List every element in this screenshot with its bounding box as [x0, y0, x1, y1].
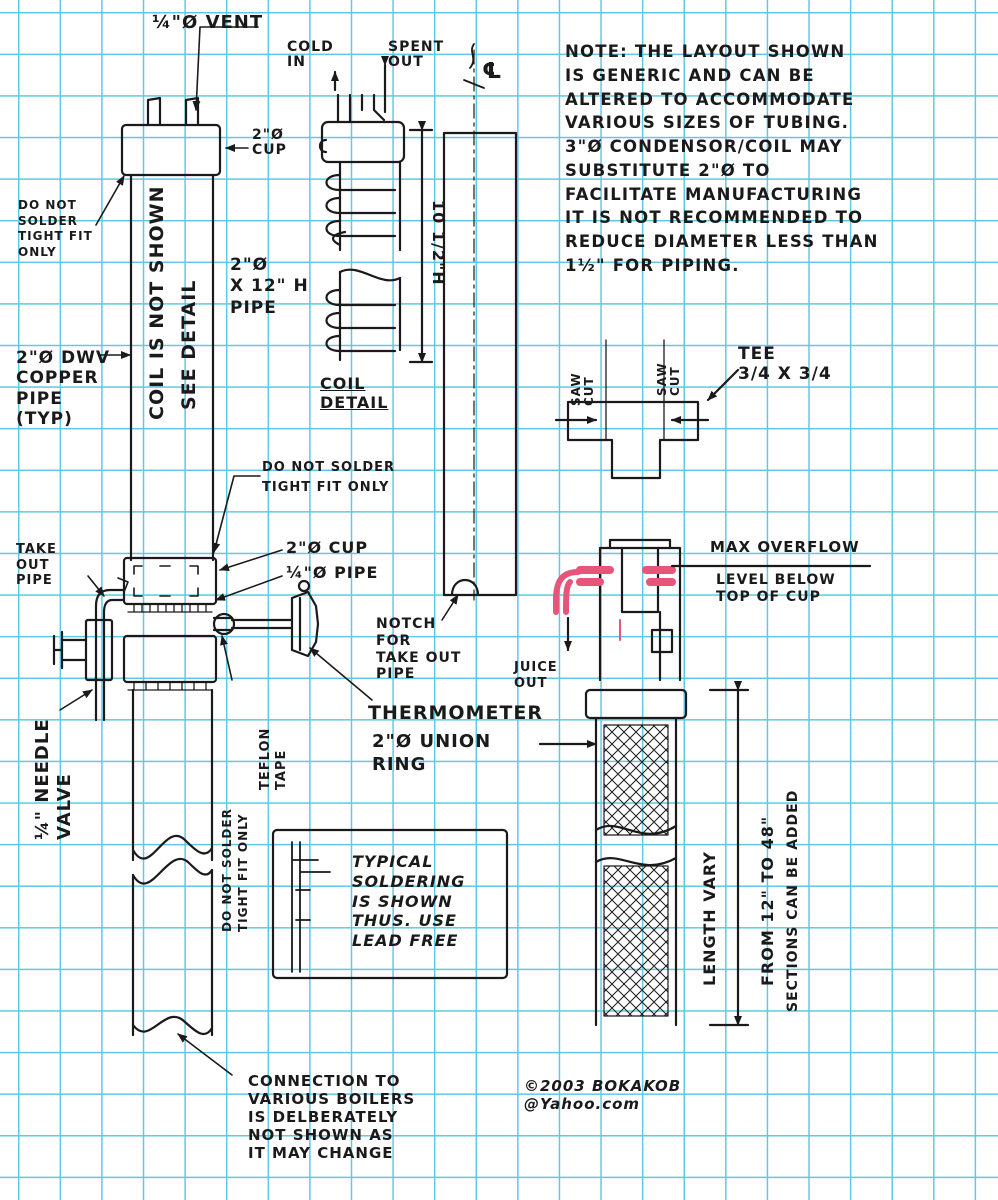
lower-pipe	[131, 688, 214, 862]
coil-detail	[318, 56, 434, 364]
vent-stubs	[146, 96, 200, 127]
needle-valve	[84, 618, 114, 682]
main-column	[52, 96, 320, 1037]
quarter-pipe-label: ¼"Ø PIPE	[286, 563, 379, 582]
thermometer-label: THERMOMETER	[368, 702, 543, 724]
middle-cup	[122, 556, 218, 606]
side-view	[442, 43, 518, 601]
dwv-pipe-label: 2"Ø DWV COPPER PIPE (TYP)	[16, 348, 111, 430]
connection-note: CONNECTION TO VARIOUS BOILERS IS DELBERA…	[248, 1072, 416, 1162]
juice-out-label: JUICE OUT	[514, 660, 558, 691]
pipe-size-label: 2"Ø X 12" H PIPE	[230, 255, 309, 318]
length-vary-label: LENGTH VARY	[700, 851, 719, 986]
union-ring	[122, 634, 218, 684]
pipe-break-mid	[131, 858, 214, 885]
tee-detail	[554, 339, 740, 480]
column-pipe	[129, 173, 215, 562]
do-not-solder-top-label: DO NOT SOLDER TIGHT FIT ONLY	[18, 198, 93, 259]
take-out-pipe	[94, 588, 126, 722]
sections-added-label: SECTIONS CAN BE ADDED	[785, 789, 801, 1012]
packed-section	[538, 681, 750, 1027]
top-cup-label: 2"Ø CUP	[252, 127, 287, 158]
typical-soldering-note: TYPICAL SOLDERING IS SHOWN THUS. USE LEA…	[352, 852, 466, 951]
layout-note: NOTE: THE LAYOUT SHOWN IS GENERIC AND CA…	[565, 42, 879, 275]
top-cup	[120, 123, 222, 177]
take-out-pipe-label: TAKE OUT PIPE	[16, 542, 57, 589]
max-overflow-label: MAX OVERFLOW	[710, 538, 860, 556]
teeth-band	[127, 603, 213, 613]
needle-valve-label: ¼" NEEDLE VALVE	[32, 718, 75, 840]
spent-out-label: SPENT OUT	[388, 39, 445, 70]
see-detail-label: SEE DETAIL	[178, 279, 200, 410]
coil-height-dimension: 10 1/2"H	[429, 200, 448, 286]
length-range-label: FROM 12" TO 48"	[758, 815, 777, 986]
saw-cut-right-label: SAW CUT	[655, 362, 682, 396]
tee-label: TEE 3/4 X 3/4	[738, 344, 832, 385]
middle-cup-label: 2"Ø CUP	[286, 538, 369, 557]
pipe-break-top	[131, 834, 214, 860]
overflow-fitting	[553, 538, 872, 682]
centerline-symbol: ℄	[482, 59, 503, 84]
coil-not-shown-label: COIL IS NOT SHOWN	[146, 185, 168, 420]
saw-cut-left-label: SAW CUT	[569, 372, 596, 406]
cold-in-label: COLD IN	[287, 39, 334, 70]
soldering-box	[271, 828, 509, 980]
leader-arrows	[59, 26, 459, 1076]
thermometer-drawing	[212, 579, 320, 658]
do-not-solder-vertical-label: DO NOT SOLDER TIGHT FIT ONLY	[220, 808, 250, 932]
vent-label: ¼"Ø VENT	[152, 12, 264, 33]
do-not-solder-mid-label: DO NOT SOLDER TIGHT FIT ONLY	[262, 460, 396, 495]
copyright-note: ©2003 BOKAKOB @Yahoo.com	[524, 1077, 682, 1113]
level-below-label: LEVEL BELOW TOP OF CUP	[716, 572, 836, 605]
teflon-tape-label: TEFLON TAPE	[258, 727, 289, 790]
coil-detail-label: COIL DETAIL	[320, 374, 389, 413]
union-ring-label: 2"Ø UNION RING	[372, 731, 492, 776]
pipe-break-bottom	[131, 1015, 214, 1036]
notch-label: NOTCH FOR TAKE OUT PIPE	[376, 616, 462, 683]
